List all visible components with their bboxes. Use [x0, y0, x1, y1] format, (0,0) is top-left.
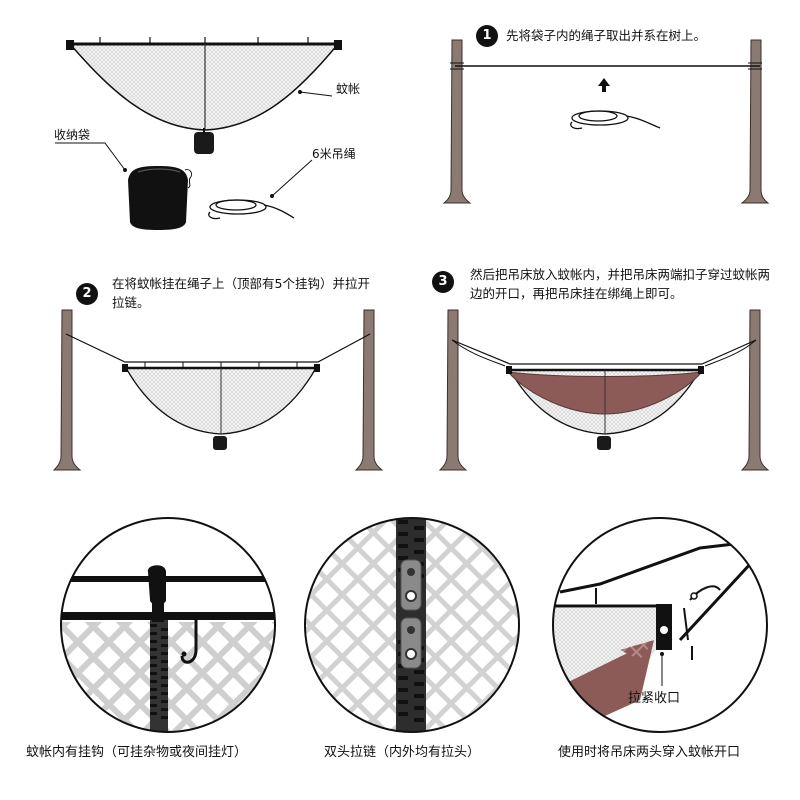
storage-bag-label: 收纳袋	[54, 128, 91, 142]
step-1-badge: 1	[476, 25, 498, 47]
zipper-slider-top-icon	[400, 559, 422, 611]
rope-label: 6米吊绳	[312, 147, 356, 161]
mosquito-net-icon	[66, 37, 342, 154]
detail-opening-caption: 使用时将吊床两头穿入蚊帐开口	[558, 745, 741, 760]
step-1-text: 先将袋子内的绳子取出并系在树上。	[506, 28, 707, 43]
rope-coil-icon	[208, 199, 295, 220]
step-3-illustration	[438, 309, 770, 471]
detail-zipper-circle	[304, 517, 520, 733]
detail-opening-circle	[552, 517, 768, 733]
tighten-opening-label: 拉紧收口	[628, 691, 681, 706]
step-1-illustration	[442, 39, 770, 204]
mosquito-net-label: 蚊帐	[336, 82, 361, 96]
step-2-badge: 2	[76, 283, 98, 305]
step-3-text: 然后把吊床放入蚊帐内，并把吊床两端扣子穿过蚊帐两边的开口，再把吊床挂在绑绳上即可…	[470, 267, 771, 301]
components-illustration	[55, 37, 342, 230]
step-2-illustration	[52, 309, 384, 471]
step-2-text: 在将蚊帐挂在绳子上（顶部有5个挂钩）并拉开拉链。	[112, 276, 370, 310]
detail-zipper-caption: 双头拉链（内外均有拉头）	[324, 745, 481, 760]
detail-hook-circle	[60, 517, 276, 733]
storage-bag-icon	[128, 166, 193, 230]
detail-hook-caption: 蚊帐内有挂钩（可挂杂物或夜间挂灯）	[26, 745, 248, 760]
zipper-slider-bottom-icon	[400, 617, 422, 669]
step-3-badge: 3	[432, 271, 454, 293]
